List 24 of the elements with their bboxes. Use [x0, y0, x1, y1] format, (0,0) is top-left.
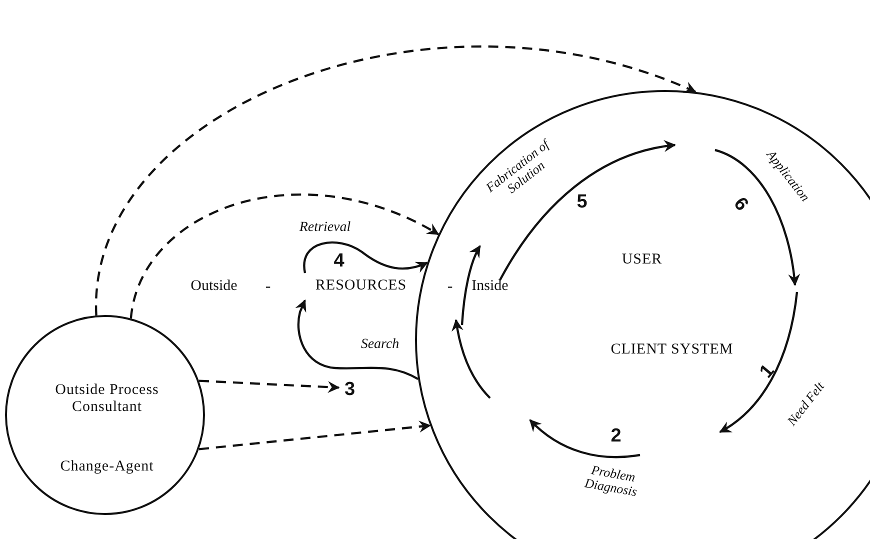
dashed-arrow	[95, 46, 696, 316]
client-system-label: CLIENT SYSTEM	[610, 341, 734, 359]
consultant-label: Outside Process Consultant	[54, 382, 160, 416]
user-label: USER	[622, 251, 662, 269]
arrow	[295, 299, 419, 380]
step-number: 4	[334, 252, 344, 272]
dash-mark: -	[447, 278, 453, 296]
resources-label: RESOURCES	[315, 277, 407, 295]
dashed-arrow	[198, 420, 432, 450]
dashed-arrow	[198, 380, 340, 394]
change-agent-label: Change-Agent	[60, 458, 154, 476]
step-number: 3	[344, 379, 356, 401]
outside-label: Outside	[190, 278, 238, 294]
arrow	[303, 241, 428, 274]
step-number: 2	[610, 426, 622, 448]
step-number: 1	[756, 361, 780, 383]
step-number: 5	[576, 192, 588, 214]
dash-mark: -	[265, 278, 271, 296]
step-number: 6	[728, 194, 752, 216]
client-system-circle	[415, 90, 870, 539]
inside-label: Inside	[472, 278, 508, 294]
stage-label: Problem Diagnosis	[582, 461, 640, 502]
consultant-circle	[5, 315, 205, 515]
dashed-arrow	[130, 193, 440, 319]
